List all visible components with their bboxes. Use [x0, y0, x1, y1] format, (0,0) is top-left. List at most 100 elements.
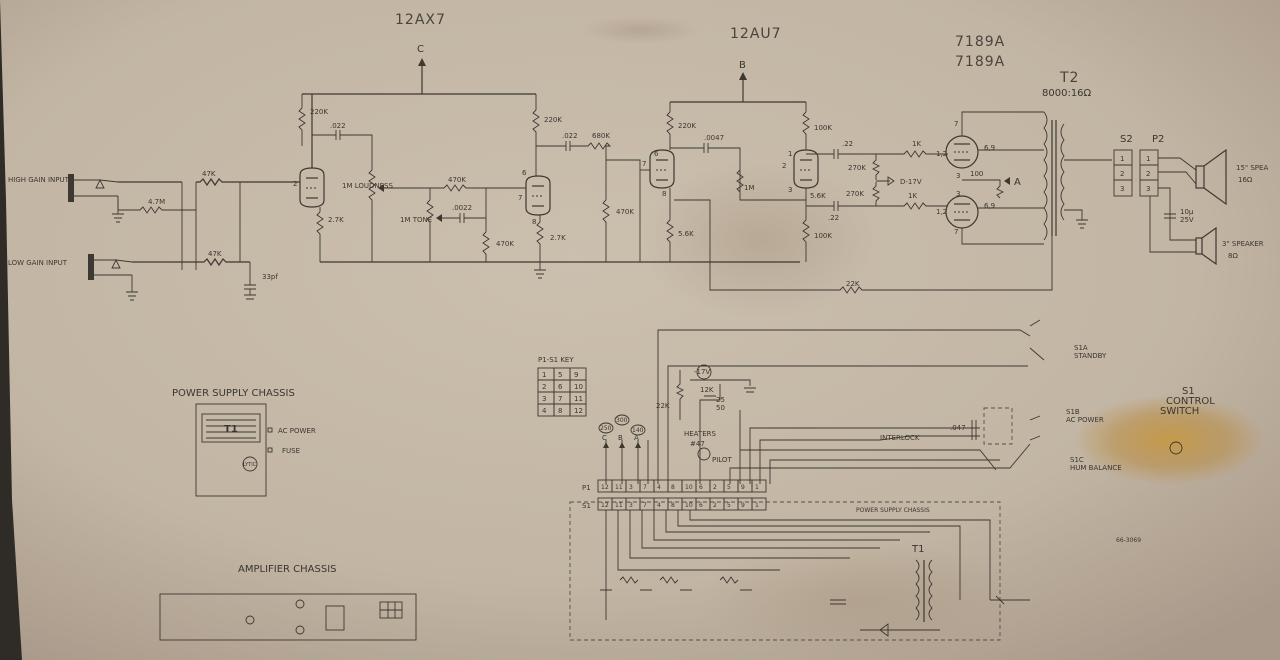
connector-p2: 123 — [1139, 149, 1159, 197]
connector-pin-number: 1 — [755, 484, 759, 491]
v17-label: -17V — [694, 368, 710, 376]
voltage-taps — [598, 414, 646, 484]
c-0022-label: .0022 — [452, 204, 472, 212]
r-220k-1-label: 220K — [310, 108, 328, 116]
c-22-bot-label: .22 — [828, 214, 839, 222]
node-a-label: A — [1014, 177, 1021, 188]
psc-lower-label: POWER SUPPLY CHASSIS — [856, 507, 930, 514]
tap-b-label: B — [618, 434, 623, 442]
t1-lower-label: T1 — [911, 544, 924, 555]
svg-text:8: 8 — [532, 218, 536, 226]
key-cell-value: 4 — [542, 407, 547, 415]
connector-s2: 123 — [1113, 149, 1133, 197]
svg-text:6,9: 6,9 — [984, 202, 995, 210]
stain — [1075, 395, 1265, 485]
connector-pin-number: 10 — [685, 484, 693, 491]
connector-pin-number: 1 — [755, 502, 759, 509]
svg-text:3: 3 — [956, 190, 960, 198]
svg-text:2: 2 — [293, 180, 297, 188]
key-cell-value: 9 — [574, 371, 578, 379]
speaker-3in — [1195, 226, 1217, 266]
connector-pin-number: 11 — [615, 502, 623, 509]
pot-loudness-label: 1M LOUDNESS — [342, 182, 393, 190]
control-label: CONTROL — [1166, 396, 1215, 407]
connector-pin-number: 4 — [657, 484, 661, 491]
standby-label: STANDBY — [1074, 352, 1107, 360]
r-100k-bot-label: 100K — [814, 232, 832, 240]
r-220k-2-label: 220K — [544, 116, 562, 124]
r-47k-2-label: 47K — [208, 250, 222, 258]
tap-a-label: A — [634, 434, 639, 442]
svg-text:C: C — [417, 44, 424, 55]
connector-pin-number: 3 — [629, 502, 633, 509]
key-cell-value: 5 — [558, 371, 562, 379]
transformer-t2-label: T2 — [1059, 70, 1079, 86]
c-0047-label: .0047 — [704, 134, 724, 142]
connector-pin-number: 6 — [699, 484, 703, 491]
c-33pf-label: 33pf — [262, 273, 278, 281]
svg-text:6: 6 — [654, 150, 659, 158]
connector-pin-number: 9 — [741, 502, 745, 509]
pot-tone-label: 1M TONE — [400, 216, 432, 224]
key-cell-value: 8 — [558, 407, 562, 415]
tap-140-label: 140 — [632, 427, 644, 434]
r-5.6k-a-label: 5.6K — [678, 230, 694, 238]
connector-pin-number: 11 — [615, 484, 623, 491]
r-270k-bot-label: 270K — [846, 190, 864, 198]
svg-text:B: B — [739, 60, 746, 71]
key-cell-value: 1 — [542, 371, 546, 379]
key-title: P1-S1 KEY — [538, 356, 574, 364]
c-022-1-label: .022 — [330, 122, 346, 130]
high-gain-input-label: HIGH GAIN INPUT — [8, 176, 70, 184]
tube-7189a-label-2: 7189A — [955, 54, 1005, 70]
r-100k-top-label: 100K — [814, 124, 832, 132]
part-number-label: 66-3069 — [1116, 537, 1141, 544]
svg-text:1: 1 — [1146, 155, 1150, 163]
r-270k-top-label: 270K — [848, 164, 866, 172]
supply-tap-c: C — [417, 44, 426, 94]
s1c-label: S1C — [1070, 456, 1084, 464]
connector-pin-number: 5 — [727, 502, 731, 509]
tube-12au7-label: 12AU7 — [730, 26, 782, 42]
c-50-label: 50 — [716, 404, 725, 412]
pilot-num-label: #47 — [690, 440, 705, 448]
svg-text:8: 8 — [662, 190, 666, 198]
svg-text:7: 7 — [954, 228, 958, 236]
svg-text:3: 3 — [956, 172, 960, 180]
psc-t1-label: T1 — [224, 424, 238, 435]
amp-chassis-outline — [159, 593, 417, 641]
connector-pin-number: 7 — [643, 502, 647, 509]
switch-label: SWITCH — [1160, 406, 1199, 417]
lower-wiring — [600, 510, 1030, 637]
r-470k-b-label: 470K — [496, 240, 514, 248]
interlock-label: INTERLOCK — [880, 434, 920, 442]
psc-ac-power-label: AC POWER — [278, 427, 316, 435]
tube-12ax7-b — [525, 175, 551, 216]
key-cell-value: 3 — [542, 395, 546, 403]
tube-12au7-b — [793, 149, 819, 189]
tube-12ax7-label: 12AX7 — [395, 12, 446, 28]
key-cell-value: 6 — [558, 383, 563, 391]
r-1k-bot-label: 1K — [908, 192, 917, 200]
heaters-label: HEATERS — [684, 430, 716, 438]
psc-outline — [195, 403, 273, 497]
supply-tap-b: B — [739, 60, 747, 102]
s1-row-label: S1 — [582, 502, 591, 510]
s1b-label: S1B — [1066, 408, 1080, 416]
r-220k-3-label: 220K — [678, 122, 696, 130]
high-gain-jack — [68, 174, 182, 223]
amp-chassis-title: AMPLIFIER CHASSIS — [238, 564, 337, 575]
c-25v-label: 25V — [1180, 216, 1194, 224]
svg-text:6: 6 — [522, 169, 527, 177]
connector-pin-number: 8 — [671, 484, 675, 491]
svg-text:3: 3 — [788, 186, 792, 194]
connector-pin-number: 5 — [727, 484, 731, 491]
psc-lytic-label: LYTIC — [243, 462, 257, 468]
p1-label: P1 — [582, 484, 591, 492]
svg-text:7: 7 — [954, 120, 958, 128]
tube-12au7-a — [649, 149, 675, 189]
tube-7189a-label-1: 7189A — [955, 34, 1005, 50]
